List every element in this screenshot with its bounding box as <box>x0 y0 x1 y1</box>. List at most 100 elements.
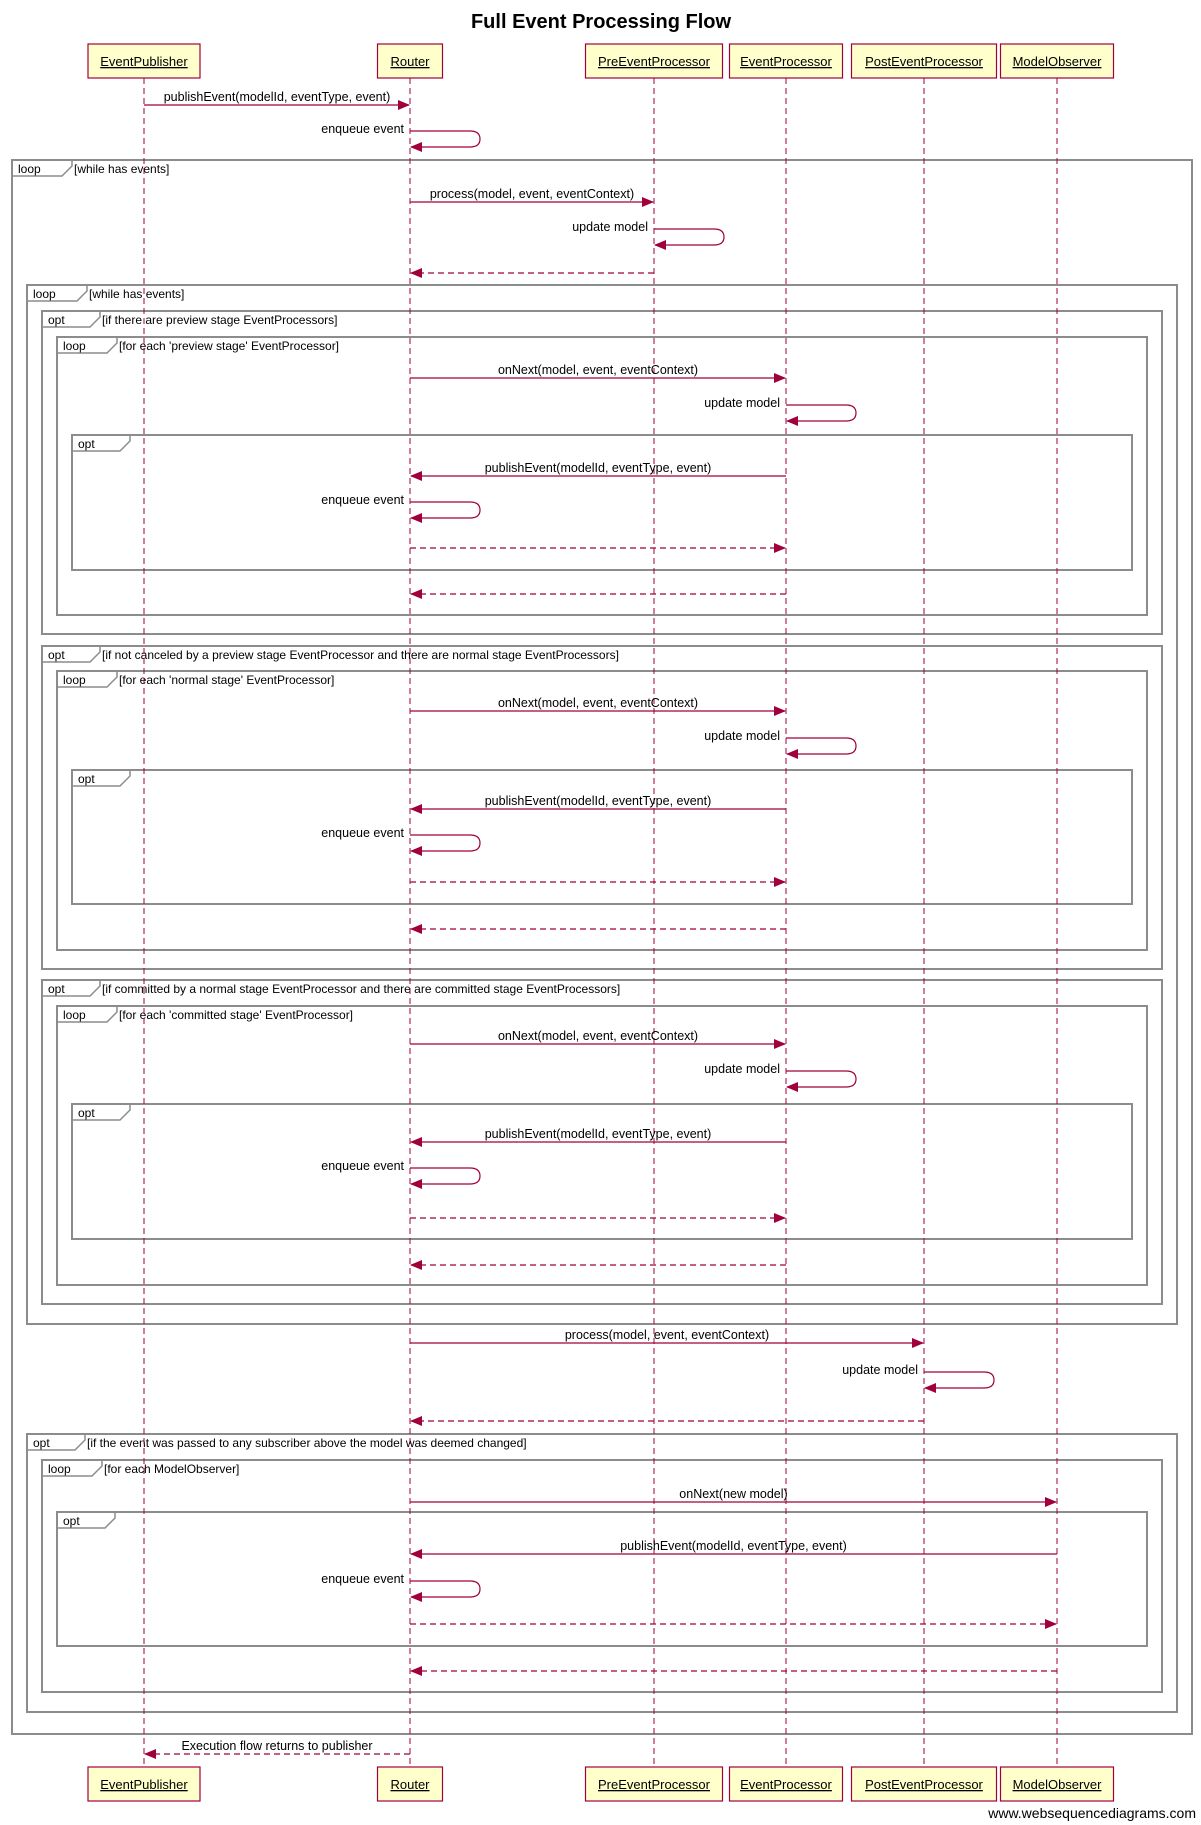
self-message: enqueue event <box>321 1572 481 1602</box>
self-message: update model <box>842 1363 995 1393</box>
message: onNext(model, event, eventContext) <box>410 696 786 716</box>
message-label: enqueue event <box>321 122 404 136</box>
message-label: publishEvent(modelId, eventType, event) <box>620 1539 847 1553</box>
frame-kind-label: loop <box>33 287 56 301</box>
message-label: publishEvent(modelId, eventType, event) <box>485 794 712 808</box>
participant-label: ModelObserver <box>1013 54 1103 69</box>
frame-opt: opt <box>56 1511 1148 1647</box>
message-label: publishEvent(modelId, eventType, event) <box>485 461 712 475</box>
frame-guard-label: [if committed by a normal stage EventPro… <box>102 982 620 996</box>
participant-label: EventPublisher <box>100 54 188 69</box>
message: onNext(model, event, eventContext) <box>410 1029 786 1049</box>
frame-opt: opt <box>71 769 1133 905</box>
return-message: Execution flow returns to publisher <box>144 1739 410 1759</box>
frame-opt: opt[if the event was passed to any subsc… <box>26 1433 1178 1713</box>
message: publishEvent(modelId, eventType, event) <box>144 90 410 110</box>
participant-Router-bottom: Router <box>376 1766 444 1802</box>
frame-kind-label: loop <box>48 1462 71 1476</box>
frame-opt: opt <box>71 434 1133 571</box>
message-label: process(model, event, eventContext) <box>430 187 634 201</box>
self-message: enqueue event <box>321 1159 481 1189</box>
participant-PostEventProcessor-top: PostEventProcessor <box>850 43 998 79</box>
message-label: onNext(new model) <box>679 1487 787 1501</box>
message-label: enqueue event <box>321 826 404 840</box>
message: onNext(new model) <box>410 1487 1057 1507</box>
message: publishEvent(modelId, eventType, event) <box>410 794 786 814</box>
self-message: enqueue event <box>321 122 481 152</box>
frame-guard-label: [for each 'preview stage' EventProcessor… <box>119 339 339 353</box>
frame-kind-label: opt <box>78 437 95 451</box>
message: process(model, event, eventContext) <box>410 1328 924 1348</box>
frame-kind-label: opt <box>48 313 65 327</box>
frame-kind-label: opt <box>48 648 65 662</box>
frame-guard-label: [if there are preview stage EventProcess… <box>102 313 337 327</box>
participant-PostEventProcessor-bottom: PostEventProcessor <box>850 1766 998 1802</box>
frame-guard-label: [while has events] <box>89 287 184 301</box>
message-label: onNext(model, event, eventContext) <box>498 363 698 377</box>
frame-kind-label: opt <box>48 982 65 996</box>
message-label: publishEvent(modelId, eventType, event) <box>485 1127 712 1141</box>
message-label: update model <box>704 396 780 410</box>
message-label: update model <box>842 1363 918 1377</box>
frame-guard-label: [if not canceled by a preview stage Even… <box>102 648 619 662</box>
message: publishEvent(modelId, eventType, event) <box>410 461 786 481</box>
self-message: update model <box>704 729 857 759</box>
self-message: enqueue event <box>321 493 481 523</box>
message-label: Execution flow returns to publisher <box>181 1739 372 1753</box>
message-label: update model <box>704 1062 780 1076</box>
message-label: update model <box>572 220 648 234</box>
participant-EventProcessor-top: EventProcessor <box>728 43 844 79</box>
frame-loop: loop [for each ModelObserver] <box>41 1459 1163 1693</box>
message-label: onNext(model, event, eventContext) <box>498 696 698 710</box>
frame-opt: opt [if committed by a normal stage Event… <box>41 979 1163 1305</box>
frame-loop: loop [for each 'committed stage' EventPro… <box>56 1005 1148 1286</box>
participant-PreEventProcessor-bottom: PreEventProcessor <box>584 1766 724 1802</box>
participant-label: PostEventProcessor <box>865 54 983 69</box>
message-label: publishEvent(modelId, eventType, event) <box>164 90 391 104</box>
participant-ModelObserver-bottom: ModelObserver <box>999 1766 1115 1802</box>
participant-label: EventProcessor <box>740 54 832 69</box>
frame-kind-label: opt <box>78 772 95 786</box>
lifelines-layer <box>143 78 1058 1767</box>
frame-guard-label: [for each ModelObserver] <box>104 1462 239 1476</box>
frame-guard-label: [for each 'committed stage' EventProcess… <box>119 1008 353 1022</box>
frame-guard-label: [for each 'normal stage' EventProcessor] <box>119 673 334 687</box>
frame-kind-label: opt <box>78 1106 95 1120</box>
frame-kind-label: opt <box>33 1436 50 1450</box>
self-message: update model <box>572 220 725 250</box>
frame-loop: loop [for each 'normal stage' EventProces… <box>56 670 1148 951</box>
self-message: update model <box>704 1062 857 1092</box>
participant-EventProcessor-bottom: EventProcessor <box>728 1766 844 1802</box>
participant-Router-top: Router <box>376 43 444 79</box>
self-message: update model <box>704 396 857 426</box>
frame-opt: opt [if not canceled by a preview stage E… <box>41 645 1163 970</box>
message-label: enqueue event <box>321 493 404 507</box>
self-message: enqueue event <box>321 826 481 856</box>
frame-opt: opt [if there are preview stage EventProc… <box>41 310 1163 635</box>
frames-layer: loop[while has events]loop[while has eve… <box>11 159 1193 1735</box>
frame-kind-label: loop <box>63 673 86 687</box>
participant-label: Router <box>390 1777 430 1792</box>
frame-loop: loop [while has events] <box>26 284 1178 1325</box>
frame-kind-label: loop <box>63 339 86 353</box>
frame-opt: opt <box>71 1103 1133 1240</box>
message-label: onNext(model, event, eventContext) <box>498 1029 698 1043</box>
participant-label: EventPublisher <box>100 1777 188 1792</box>
participant-label: PreEventProcessor <box>598 1777 711 1792</box>
participant-label: ModelObserver <box>1013 1777 1103 1792</box>
message: onNext(model, event, eventContext) <box>410 363 786 383</box>
participant-EventPublisher-top: EventPublisher <box>87 43 201 79</box>
participant-label: Router <box>390 54 430 69</box>
participant-PreEventProcessor-top: PreEventProcessor <box>584 43 724 79</box>
messages-layer: publishEvent(modelId, eventType, event) e… <box>144 90 1057 1759</box>
message-label: enqueue event <box>321 1159 404 1173</box>
participant-ModelObserver-top: ModelObserver <box>999 43 1115 79</box>
watermark: www.websequencediagrams.com <box>987 1805 1196 1821</box>
participant-EventPublisher-bottom: EventPublisher <box>87 1766 201 1802</box>
participant-label: PostEventProcessor <box>865 1777 983 1792</box>
frame-loop: loop [while has events] <box>11 159 1193 1735</box>
message-label: update model <box>704 729 780 743</box>
frame-kind-label: loop <box>63 1008 86 1022</box>
